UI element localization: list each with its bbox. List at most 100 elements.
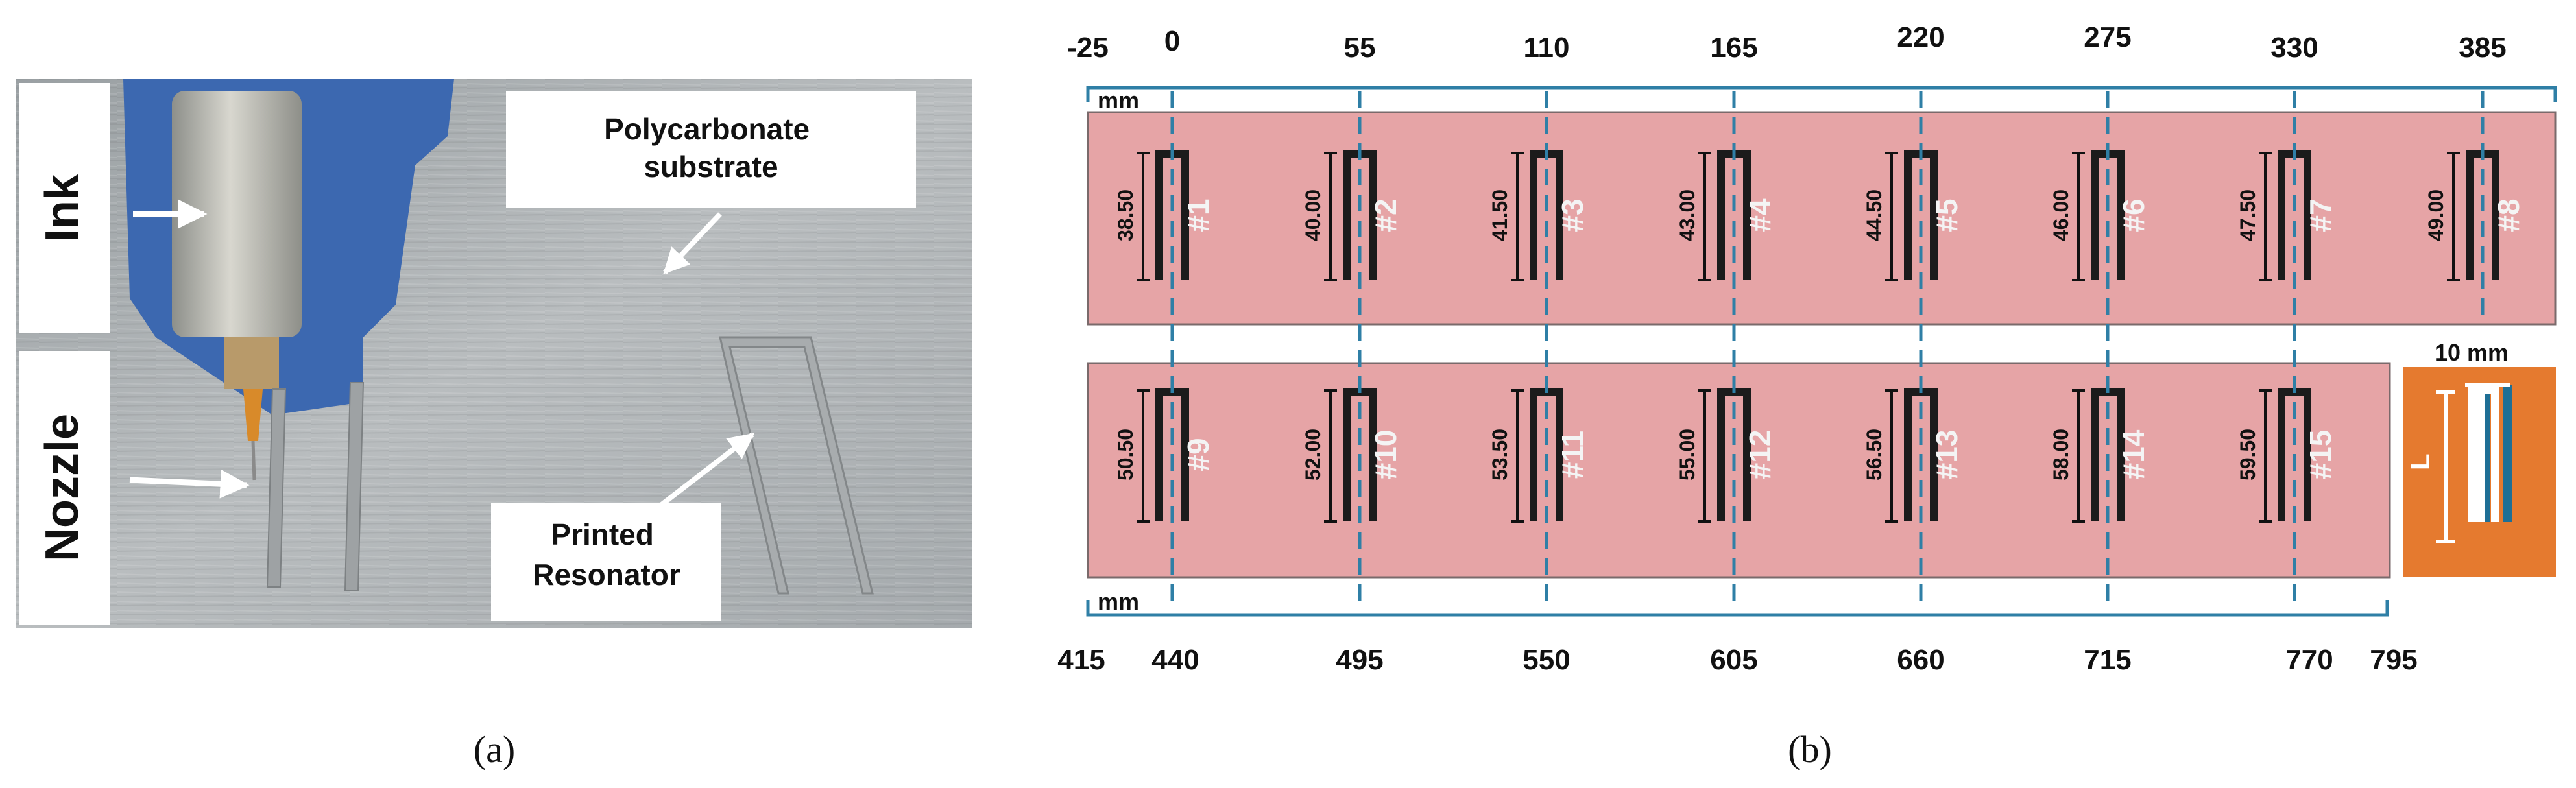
resonator-length-label: 38.50 xyxy=(1114,189,1137,241)
resonator-trace xyxy=(1904,388,1938,521)
substrate-label-box xyxy=(506,91,916,208)
printed-resonator xyxy=(719,336,874,595)
top-ruler-label: 220 xyxy=(1897,21,1944,53)
resonator-length-label: 56.50 xyxy=(1862,429,1886,481)
top-ruler-label: 330 xyxy=(2270,32,2318,64)
resonator-id-label: #8 xyxy=(2492,198,2525,232)
inset-length-label: L xyxy=(2405,453,2435,470)
inset-inner-line xyxy=(2485,394,2490,522)
nozzle-needle xyxy=(251,440,256,481)
resonator-length-label: 53.50 xyxy=(1488,429,1511,481)
geometry-inset: L 10 mm xyxy=(2403,339,2556,577)
resonator-id-label: #4 xyxy=(1743,198,1777,232)
bottom-ruler-label: 795 xyxy=(2370,644,2417,676)
bottom-ruler-bracket xyxy=(1086,600,2389,617)
substrate-label: Polycarbonate substrate xyxy=(604,112,818,184)
resonator-trace xyxy=(1155,388,1189,521)
resonator-trace xyxy=(1904,150,1938,280)
resonator-id-label: #2 xyxy=(1369,198,1402,232)
bottom-ruler-label: 715 xyxy=(2084,644,2131,676)
panel-b-layout: -25 0 55 110 165 220 275 330 385 mm 415 440 495 550 6… xyxy=(1057,21,2557,676)
top-ruler-label: 110 xyxy=(1524,32,1570,64)
top-ruler-label: 165 xyxy=(1710,32,1757,64)
resonator-id-label: #15 xyxy=(2304,430,2337,480)
resonator-4: 43.00 #4 xyxy=(1676,150,1777,281)
center-dashed-lines xyxy=(1170,91,2485,610)
resonator-id-label: #13 xyxy=(1930,430,1964,480)
resonator-trace xyxy=(2278,150,2311,280)
resonator-trace xyxy=(2091,388,2125,521)
top-ruler-label: -25 xyxy=(1067,32,1109,64)
top-ruler-label: 0 xyxy=(1164,25,1180,57)
bottom-ruler: 415 440 495 550 605 660 715 770 795 mm xyxy=(1057,588,2417,676)
bottom-ruler-label: 415 xyxy=(1057,644,1105,676)
caption-b: (b) xyxy=(1788,728,1832,770)
bottom-unit-label: mm xyxy=(1098,588,1139,615)
nozzle-label: Nozzle xyxy=(36,414,88,562)
resonator-trace xyxy=(1530,388,1563,521)
resonator-id-label: #9 xyxy=(1181,438,1215,471)
nozzle-tip xyxy=(243,389,263,441)
top-ruler-label: 385 xyxy=(2459,32,2506,64)
substrate-arrow xyxy=(663,212,722,274)
inset-right-arm-fill xyxy=(2503,385,2512,522)
syringe-collar xyxy=(224,337,279,389)
inset-left-arm xyxy=(2468,385,2476,522)
inset-resonator-shape xyxy=(2476,385,2499,522)
caption-a: (a) xyxy=(474,728,515,770)
top-ruler-label: 55 xyxy=(1344,32,1376,64)
printed-track-left xyxy=(266,388,287,588)
resonator-length-label: 41.50 xyxy=(1488,189,1511,241)
bottom-ruler-label: 660 xyxy=(1897,644,1944,676)
ink-label-box xyxy=(19,83,110,333)
resonator-trace xyxy=(2091,150,2125,280)
resonator-length-label: 43.00 xyxy=(1676,189,1699,241)
resonator-9: 50.50 #9 xyxy=(1114,388,1215,523)
bottom-ruler-label: 495 xyxy=(1336,644,1383,676)
resonator-trace xyxy=(2466,150,2499,280)
resonator-15: 59.50 #15 xyxy=(2236,388,2337,523)
resonator-trace xyxy=(1717,388,1751,521)
bottom-ruler-label: 550 xyxy=(1523,644,1570,676)
resonator-trace xyxy=(1155,150,1189,280)
resonator-6: 46.00#6 xyxy=(2049,150,2150,281)
printed-track-right xyxy=(344,382,365,591)
resonator-length-label: 59.50 xyxy=(2236,429,2259,481)
resonator-length-label: 52.00 xyxy=(1301,429,1325,481)
inset-width-label: 10 mm xyxy=(2435,339,2509,366)
resonator-3: 41.50 #3 xyxy=(1488,150,1589,281)
resonator-id-label: #3 xyxy=(1556,198,1589,232)
resonator-id-label: #12 xyxy=(1743,430,1777,480)
top-unit-label: mm xyxy=(1098,87,1139,113)
resonator-trace xyxy=(2278,388,2311,521)
top-ruler-label: 275 xyxy=(2084,21,2131,53)
bottom-ruler-label: 440 xyxy=(1151,644,1199,676)
resonator-arrow xyxy=(660,432,755,507)
resonator-trace xyxy=(1530,150,1563,280)
resonator-id-label: #1 xyxy=(1181,198,1215,232)
resonator-10: 52.00#10 xyxy=(1301,388,1402,523)
resonator-length-label: 44.50 xyxy=(1862,189,1886,241)
resonator-length-label: 50.50 xyxy=(1114,429,1137,481)
syringe-barrel xyxy=(172,91,302,337)
bottom-ruler-label: 770 xyxy=(2285,644,2333,676)
resonator-length-label: 49.00 xyxy=(2424,189,2448,241)
resonator-length-label: 58.00 xyxy=(2049,429,2073,481)
resonator-id-label: #14 xyxy=(2117,429,2150,479)
resonator-array: 38.50 #1 40.00 #2 41.50 #3 43.00 #4 44.50 #5 46.00… xyxy=(1114,150,2525,523)
resonator-label: Printed Resonator xyxy=(533,518,680,591)
resonator-trace xyxy=(1343,388,1377,521)
resonator-12: 55.00#12 xyxy=(1676,388,1777,523)
panel-a-photo: Ink Nozzle Polycarbonate substrate Print… xyxy=(16,79,972,628)
resonator-length-label: 47.50 xyxy=(2236,189,2259,241)
resonator-length-label: 40.00 xyxy=(1301,189,1325,241)
resonator-id-label: #5 xyxy=(1930,198,1964,232)
resonator-id-label: #11 xyxy=(1556,431,1589,479)
top-ruler: -25 0 55 110 165 220 275 330 385 mm xyxy=(1067,21,2557,113)
resonator-trace xyxy=(1343,150,1377,280)
top-ruler-bracket xyxy=(1086,86,2557,102)
bottom-ruler-label: 605 xyxy=(1710,644,1757,676)
resonator-label-box xyxy=(491,503,721,621)
nozzle-arrow xyxy=(129,469,250,499)
